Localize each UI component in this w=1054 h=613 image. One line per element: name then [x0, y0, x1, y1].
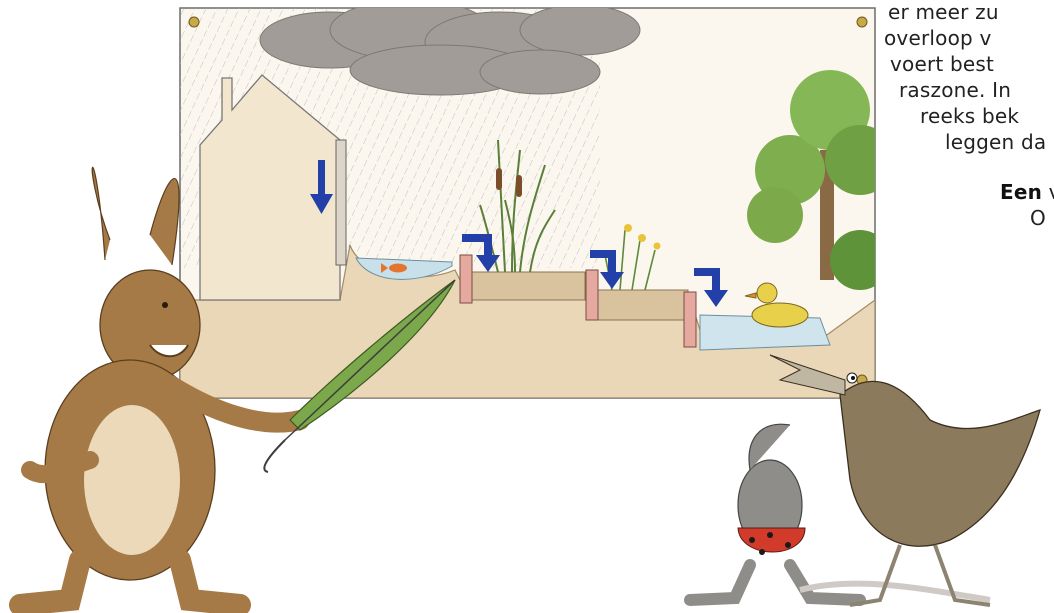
text-line-5: reeks bek [920, 104, 1020, 128]
tree [747, 70, 875, 290]
terrace-bed-1 [469, 271, 586, 301]
terrace-bed-2 [597, 289, 689, 321]
text-line-2: overloop v [884, 26, 992, 50]
poster-panel [179, 7, 876, 399]
text-line-6: leggen da [945, 130, 1047, 154]
down-arrow-icon [310, 160, 333, 214]
text-line-7-rest: v [1042, 180, 1054, 204]
divider-post-2 [585, 269, 599, 321]
rain-cloud [259, 8, 641, 96]
divider-post-1 [459, 254, 473, 304]
text-line-1: er meer zu [888, 0, 999, 24]
hare-character [9, 166, 310, 613]
text-line-3: voert best [890, 52, 995, 76]
text-line-8: O [1030, 206, 1046, 230]
divider-post-3 [683, 291, 697, 348]
fish-icon [381, 263, 407, 273]
text-line-7: Een v [1000, 180, 1054, 204]
text-line-7-bold: Een [1000, 180, 1043, 204]
step-arrow-icon [462, 234, 728, 307]
text-line-4: raszone. In [899, 78, 1012, 102]
downpipe [335, 139, 347, 266]
reeds [479, 139, 556, 273]
rail-bird-character [769, 354, 1041, 607]
umbrella-icon [263, 279, 456, 473]
mole-character [684, 423, 991, 606]
duck-icon [744, 282, 809, 328]
